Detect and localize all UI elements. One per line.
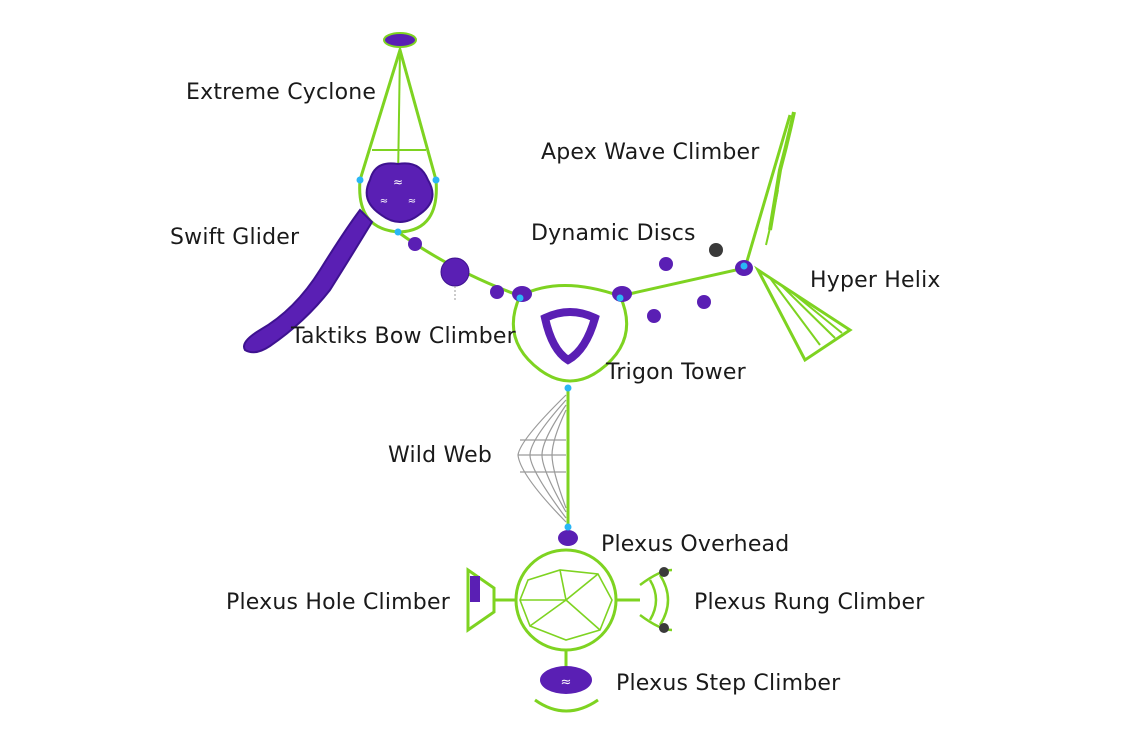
label-wild-web: Wild Web — [388, 443, 492, 468]
label-plexus-step-climber: Plexus Step Climber — [616, 671, 841, 696]
svg-text:≈: ≈ — [561, 675, 572, 690]
label-apex-wave-climber: Apex Wave Climber — [541, 140, 760, 165]
label-swift-glider: Swift Glider — [170, 225, 300, 250]
plexus-rung-climber — [639, 567, 673, 633]
label-plexus-overhead: Plexus Overhead — [601, 532, 789, 557]
swift-glider-slide — [243, 208, 374, 354]
plexus-circle — [495, 548, 640, 668]
label-plexus-rung-climber: Plexus Rung Climber — [694, 590, 925, 615]
apex-wave-climber — [765, 111, 796, 246]
svg-text:≈: ≈ — [393, 175, 403, 189]
label-plexus-hole-climber: Plexus Hole Climber — [226, 590, 451, 615]
hyper-helix — [754, 265, 853, 363]
plexus-overhead — [558, 530, 578, 546]
label-extreme-cyclone: Extreme Cyclone — [186, 80, 376, 105]
label-taktiks-bow-climber: Taktiks Bow Climber — [290, 324, 517, 349]
plexus-hole-climber — [466, 567, 496, 633]
plexus-step-climber: ≈ — [534, 666, 599, 713]
wild-web — [517, 394, 567, 523]
label-dynamic-discs: Dynamic Discs — [531, 221, 696, 246]
label-trigon-tower: Trigon Tower — [605, 360, 747, 385]
cyclone-deck: ≈ ≈ ≈ — [365, 162, 434, 223]
dynamic-discs — [647, 243, 753, 323]
svg-text:≈: ≈ — [408, 196, 416, 207]
label-hyper-helix: Hyper Helix — [810, 268, 941, 293]
joint-markers — [356, 176, 748, 531]
taktiks-bow-parts — [408, 237, 632, 302]
svg-text:≈: ≈ — [380, 196, 388, 207]
trigon-inner — [540, 308, 600, 365]
